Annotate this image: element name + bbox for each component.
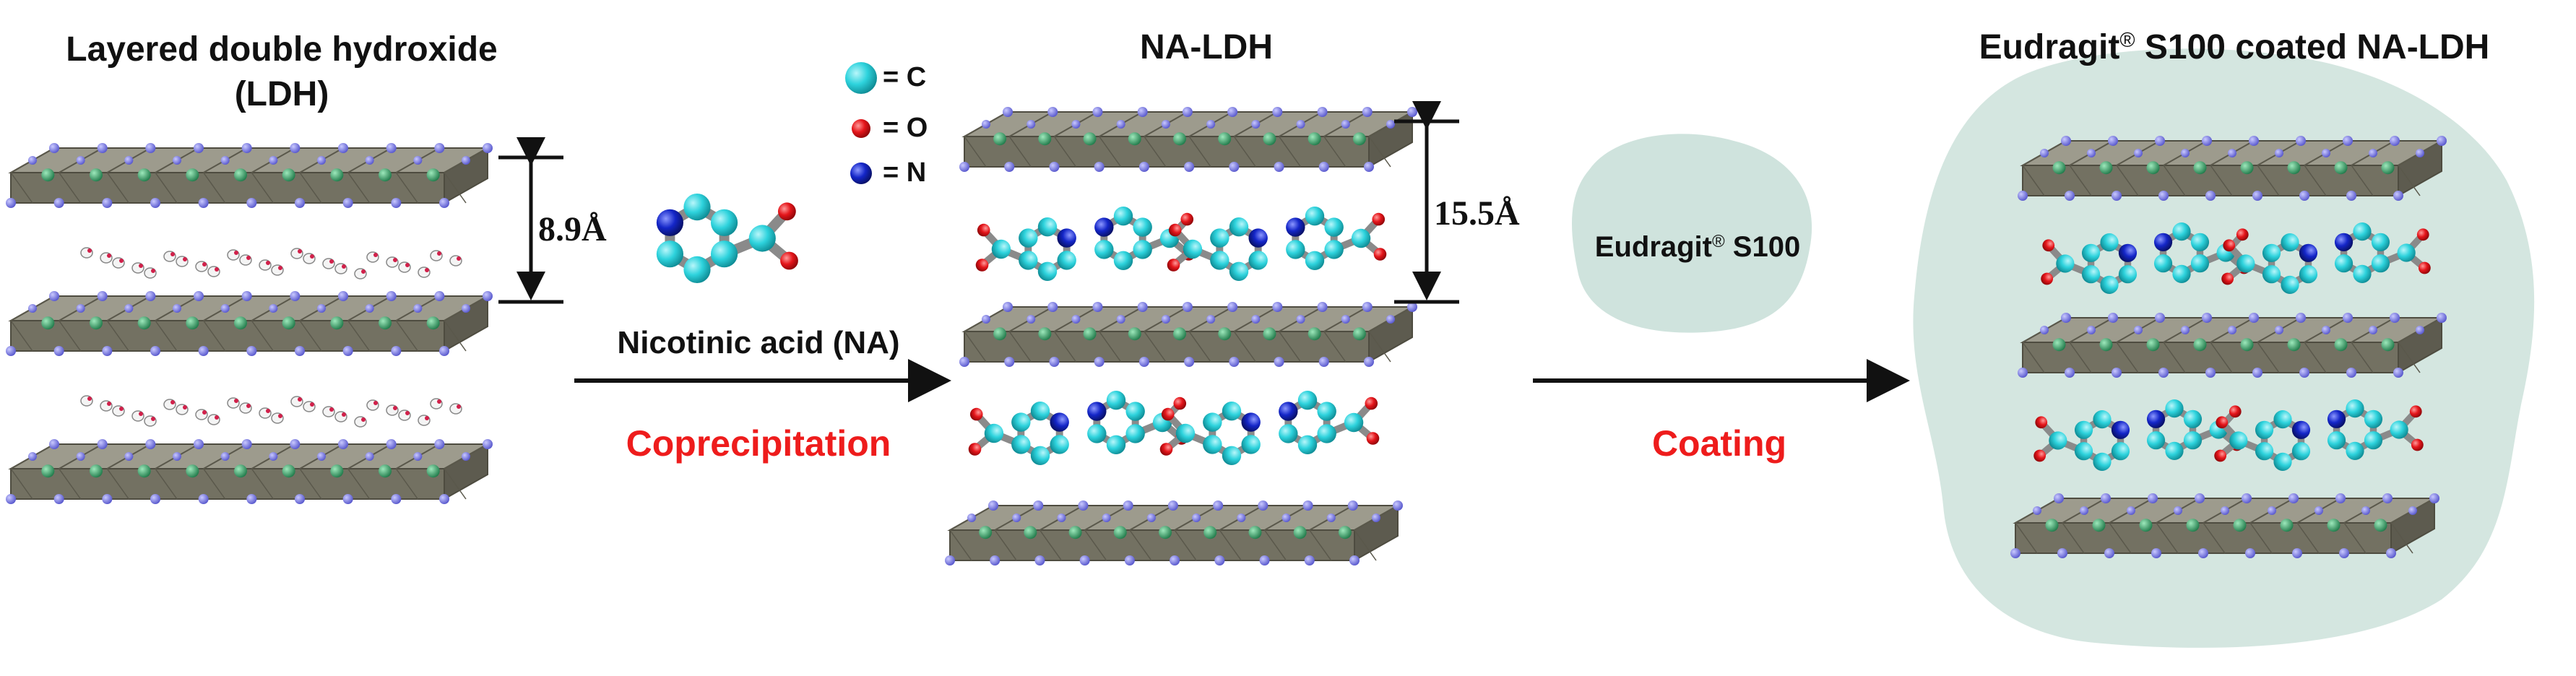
eudragit-blob-mark: ® (1712, 232, 1725, 251)
eudragit-blob-prefix: Eudragit (1595, 231, 1712, 263)
coated-layer-3 (2010, 493, 2439, 558)
ldh-layer-1 (6, 143, 493, 208)
coated-title: Eudragit® S100 coated NA-LDH (1893, 27, 2576, 67)
na-molecule-1 (976, 217, 1076, 281)
eudragit-blob-suffix: S100 (1725, 231, 1801, 263)
na-ldh-title: NA-LDH (1055, 27, 1358, 67)
oxygen-atom-icon (852, 119, 870, 138)
legend-carbon-label: = C (883, 62, 926, 93)
na-molecule-5 (969, 402, 1069, 465)
nitrogen-atom-icon (850, 162, 872, 184)
coated-layer-2 (2018, 313, 2447, 378)
ldh-interlayer-anions-1 (81, 248, 462, 279)
na-ldh-spacing-label: 15.5Å (1434, 194, 1520, 233)
na-ldh-layer-3 (945, 500, 1403, 566)
na-molecule-4 (1286, 207, 1386, 270)
ldh-title-line2: (LDH) (0, 72, 563, 117)
coated-title-suffix: S100 coated NA-LDH (2135, 28, 2490, 66)
eudragit-blob-label: Eudragit® S100 (1575, 231, 1820, 264)
na-molecule-8 (1279, 391, 1379, 454)
coated-title-prefix: Eudragit (1979, 28, 2120, 66)
reagent-molecule (657, 194, 798, 283)
legend-nitrogen-label: = N (883, 157, 926, 188)
coated-layer-1 (2018, 136, 2447, 201)
ldh-title-line1: Layered double hydroxide (0, 27, 563, 72)
legend-oxygen-label: = O (883, 113, 928, 144)
ldh-title: Layered double hydroxide (LDH) (0, 27, 563, 117)
coating-label: Coating (1531, 422, 1907, 464)
registered-mark: ® (2119, 29, 2135, 52)
reagent-label: Nicotinic acid (NA) (571, 325, 946, 361)
ldh-layer-3 (6, 439, 493, 504)
coprecipitation-label: Coprecipitation (571, 422, 946, 464)
na-ldh-layer-1 (959, 107, 1417, 172)
carbon-atom-icon (845, 62, 877, 94)
ldh-layer-2 (6, 291, 493, 356)
ldh-interlayer-anions-2 (81, 396, 462, 427)
na-ldh-layer-2 (959, 302, 1417, 367)
ldh-spacing-label: 8.9Å (538, 209, 607, 249)
